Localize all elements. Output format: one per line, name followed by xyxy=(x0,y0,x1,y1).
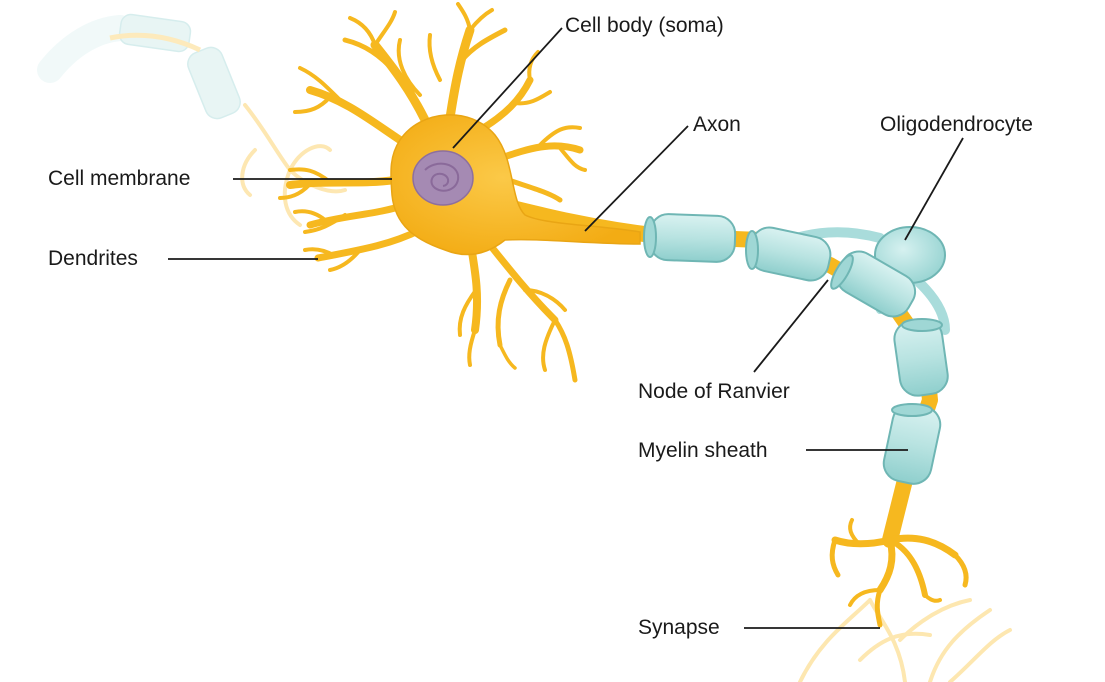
myelin-sheath-segments xyxy=(643,213,949,485)
faded-neighbor-neuron xyxy=(37,13,347,227)
leader-cell-body xyxy=(452,27,563,149)
myelin-segment xyxy=(648,213,737,263)
axon-terminal xyxy=(829,518,969,628)
label-oligodendrocyte: Oligodendrocyte xyxy=(880,113,1033,136)
label-myelin-sheath: Myelin sheath xyxy=(638,439,768,462)
leader-axon xyxy=(584,125,689,232)
label-synapse: Synapse xyxy=(638,616,720,639)
leader-lines xyxy=(168,27,964,629)
label-node-of-ranvier: Node of Ranvier xyxy=(638,380,790,403)
dendrites xyxy=(278,2,587,383)
label-cell-body: Cell body (soma) xyxy=(565,14,724,37)
cell-body xyxy=(390,114,641,256)
faded-target-dendrites xyxy=(798,598,1012,682)
leader-node-of-ranvier xyxy=(753,279,829,373)
label-cell-membrane: Cell membrane xyxy=(48,167,191,190)
label-dendrites: Dendrites xyxy=(48,247,138,270)
label-axon: Axon xyxy=(693,113,741,136)
nucleus xyxy=(412,150,474,206)
leader-oligodendrocyte xyxy=(904,137,964,241)
